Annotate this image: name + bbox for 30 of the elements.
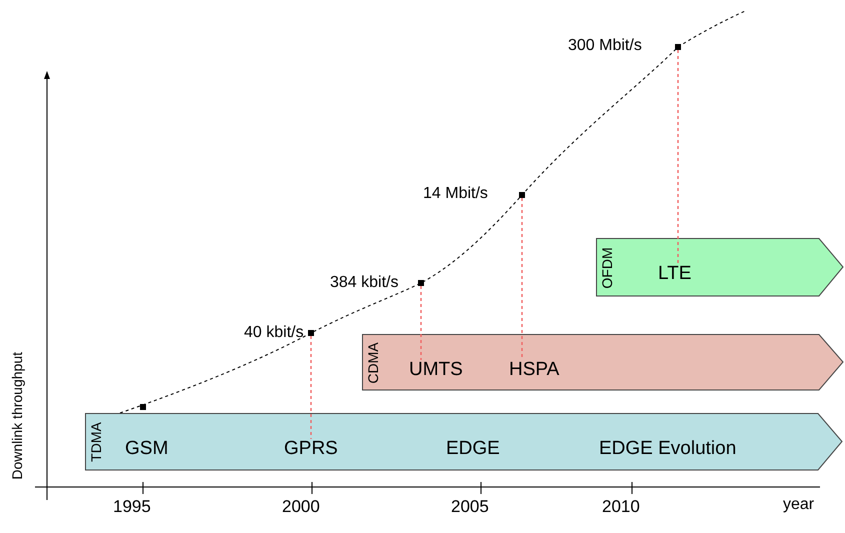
technology-label: GSM: [125, 439, 168, 458]
technology-label: EDGE: [446, 439, 500, 458]
axis-label: year: [783, 497, 814, 513]
data-point-marker: [140, 404, 146, 410]
technology-label: EDGE Evolution: [599, 439, 736, 458]
technology-label: LTE: [658, 264, 692, 283]
tick-label: 2000: [282, 498, 320, 515]
leader-line: [521, 198, 523, 360]
data-point-marker: [675, 44, 681, 50]
tick-label: 1995: [113, 498, 151, 515]
band-label: OFDM: [600, 246, 614, 288]
band-arrow: [596, 238, 844, 297]
band-label: TDMA: [89, 422, 103, 462]
leader-line: [677, 50, 679, 264]
throughput-label: 300 Mbit/s: [568, 38, 642, 54]
technology-label: GPRS: [284, 439, 338, 458]
tick-label: 2005: [451, 498, 489, 515]
data-point-marker: [308, 330, 314, 336]
band-label: CDMA: [366, 342, 380, 384]
throughput-label: 384 kbit/s: [330, 275, 398, 291]
technology-label: HSPA: [509, 360, 560, 379]
data-point-marker: [519, 192, 525, 198]
throughput-label: 40 kbit/s: [244, 325, 304, 341]
data-point-marker: [418, 280, 424, 286]
axis-label: Downlink throughput: [10, 352, 24, 480]
technology-label: UMTS: [409, 360, 463, 379]
throughput-label: 14 Mbit/s: [423, 186, 488, 202]
leader-line: [420, 286, 422, 360]
tick-label: 2010: [602, 498, 640, 515]
leader-line: [310, 336, 312, 439]
